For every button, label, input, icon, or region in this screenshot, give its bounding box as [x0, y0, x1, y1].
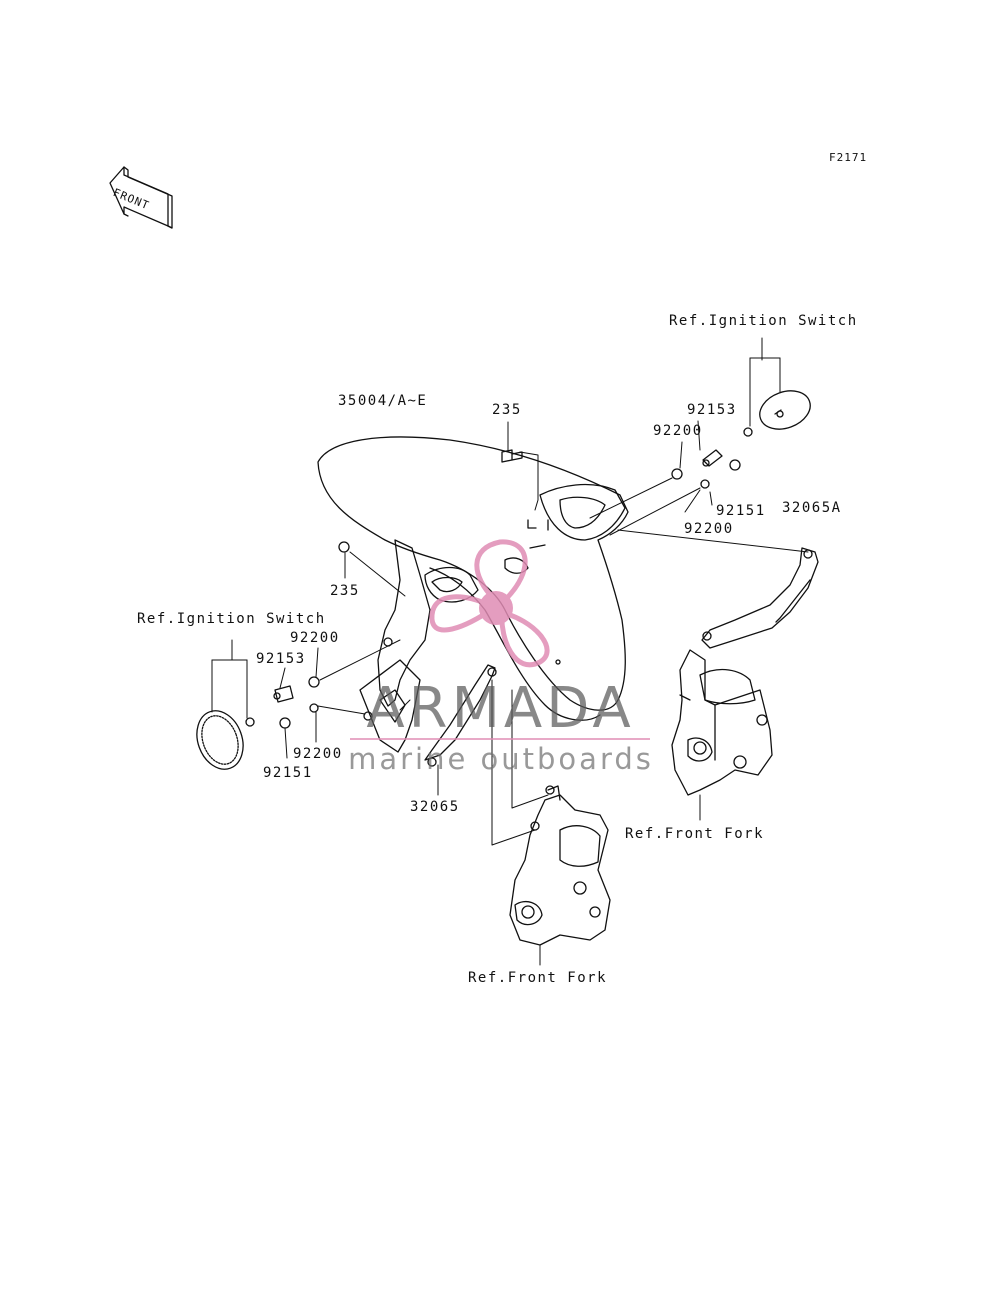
label-32065A: 32065A: [782, 500, 842, 516]
fender-stay-left: [359, 539, 497, 767]
label-92153-left: 92153: [256, 651, 306, 667]
fender-stay-right: [701, 547, 819, 649]
watermark-divider: [350, 738, 650, 740]
label-32065: 32065: [410, 799, 460, 815]
label-ref-front-fork-right: Ref.Front Fork: [625, 826, 765, 842]
washer-92200-right-bottom: [700, 479, 710, 489]
spacer-92153-left: [273, 685, 294, 703]
label-235-top: 235: [492, 402, 522, 418]
label-92200-right-top: 92200: [653, 423, 703, 439]
label-235-left: 235: [330, 583, 360, 599]
figure-code: F2171: [829, 151, 868, 164]
front-fender: [317, 436, 629, 721]
bolt-235-top: [501, 449, 523, 463]
label-92151-right: 92151: [716, 503, 766, 519]
reflector-right: [743, 390, 811, 437]
washer-92200-left-top: [308, 676, 320, 688]
label-92200-left-bottom: 92200: [293, 746, 343, 762]
label-ref-ignition-switch-left: Ref.Ignition Switch: [137, 611, 326, 627]
label-92151-left: 92151: [263, 765, 313, 781]
leader-lines: [211, 337, 809, 966]
label-ref-ignition-switch-right: Ref.Ignition Switch: [669, 313, 858, 329]
label-35004: 35004/A~E: [338, 393, 428, 409]
screw-92151-left: [279, 717, 291, 729]
front-arrow-icon: [109, 166, 173, 229]
label-92200-right-bottom: 92200: [684, 521, 734, 537]
front-fork-right: [671, 649, 773, 796]
reflector-left: [196, 710, 255, 770]
watermark-title: ARMADA: [366, 676, 635, 741]
washer-92200-left-bottom: [309, 703, 319, 713]
armada-propeller-logo: [429, 539, 550, 668]
front-fork-bottom: [509, 785, 611, 946]
watermark-subtitle: marine outboards: [348, 742, 654, 776]
spacer-92153-right: [702, 449, 723, 467]
label-92153-right: 92153: [687, 402, 737, 418]
nut-235-left: [338, 541, 350, 553]
washer-92200-right-top: [671, 468, 683, 480]
screw-92151-right: [729, 459, 741, 471]
label-ref-front-fork-bottom: Ref.Front Fork: [468, 970, 608, 986]
label-92200-left-top: 92200: [290, 630, 340, 646]
